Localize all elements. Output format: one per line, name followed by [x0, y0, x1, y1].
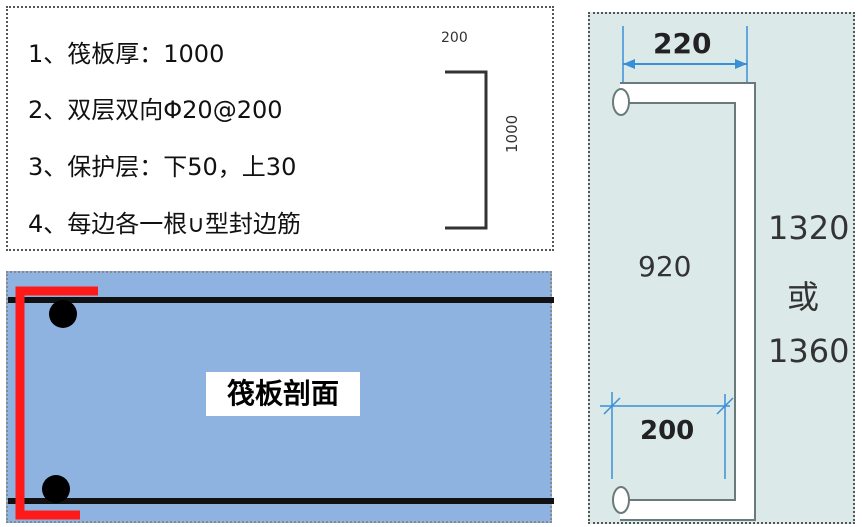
- spec-line-rebar: 2、双层双向Φ20@200: [28, 96, 283, 124]
- rebar-shape-panel: 220 920 200 1320 或 1360: [588, 12, 855, 524]
- rebar-top-end: [612, 88, 630, 116]
- bottom-dim-tick-right: [716, 397, 734, 415]
- top-dim-arrow-left: [623, 59, 635, 69]
- section-label: 筏板剖面: [206, 372, 360, 416]
- mini-u-bar: [445, 70, 488, 230]
- total-dim-line1: 1320: [768, 209, 850, 247]
- raft-section-drawing: [8, 286, 554, 520]
- mini-top-dim: 200: [441, 30, 468, 46]
- bottom-rebar-line: [8, 498, 554, 504]
- bottom-dim-tick-left: [603, 397, 621, 415]
- u-edge-bar: [15, 286, 98, 520]
- top-dim-arrow-right: [735, 59, 747, 69]
- top-dim-value: 220: [653, 27, 712, 60]
- rebar-outline: [620, 82, 756, 521]
- rebar-shape-drawing: [600, 26, 756, 521]
- top-rebar-line: [8, 297, 554, 303]
- spec-line-edge-bar: 4、每边各一根∪型封边筋: [28, 210, 301, 238]
- spec-line-thickness: 1、筏板厚：1000: [28, 40, 225, 68]
- bottom-rebar-dot: [42, 475, 70, 503]
- total-dim-line2: 或: [787, 278, 820, 316]
- bottom-dim-value: 200: [640, 416, 695, 446]
- middle-dim-value: 920: [638, 250, 692, 283]
- spec-panel: 1、筏板厚：1000 2、双层双向Φ20@200 3、保护层：下50，上30 4…: [6, 6, 554, 251]
- mini-side-dim: 1000: [503, 114, 521, 153]
- mini-u-bar-diagram: [445, 70, 488, 230]
- top-rebar-dot: [49, 300, 77, 328]
- total-dim-line3: 1360: [768, 332, 850, 370]
- spec-line-cover: 3、保护层：下50，上30: [28, 153, 297, 181]
- rebar-bottom-end: [612, 486, 630, 514]
- raft-section-panel: 筏板剖面: [6, 271, 554, 523]
- rebar-body: [620, 84, 754, 519]
